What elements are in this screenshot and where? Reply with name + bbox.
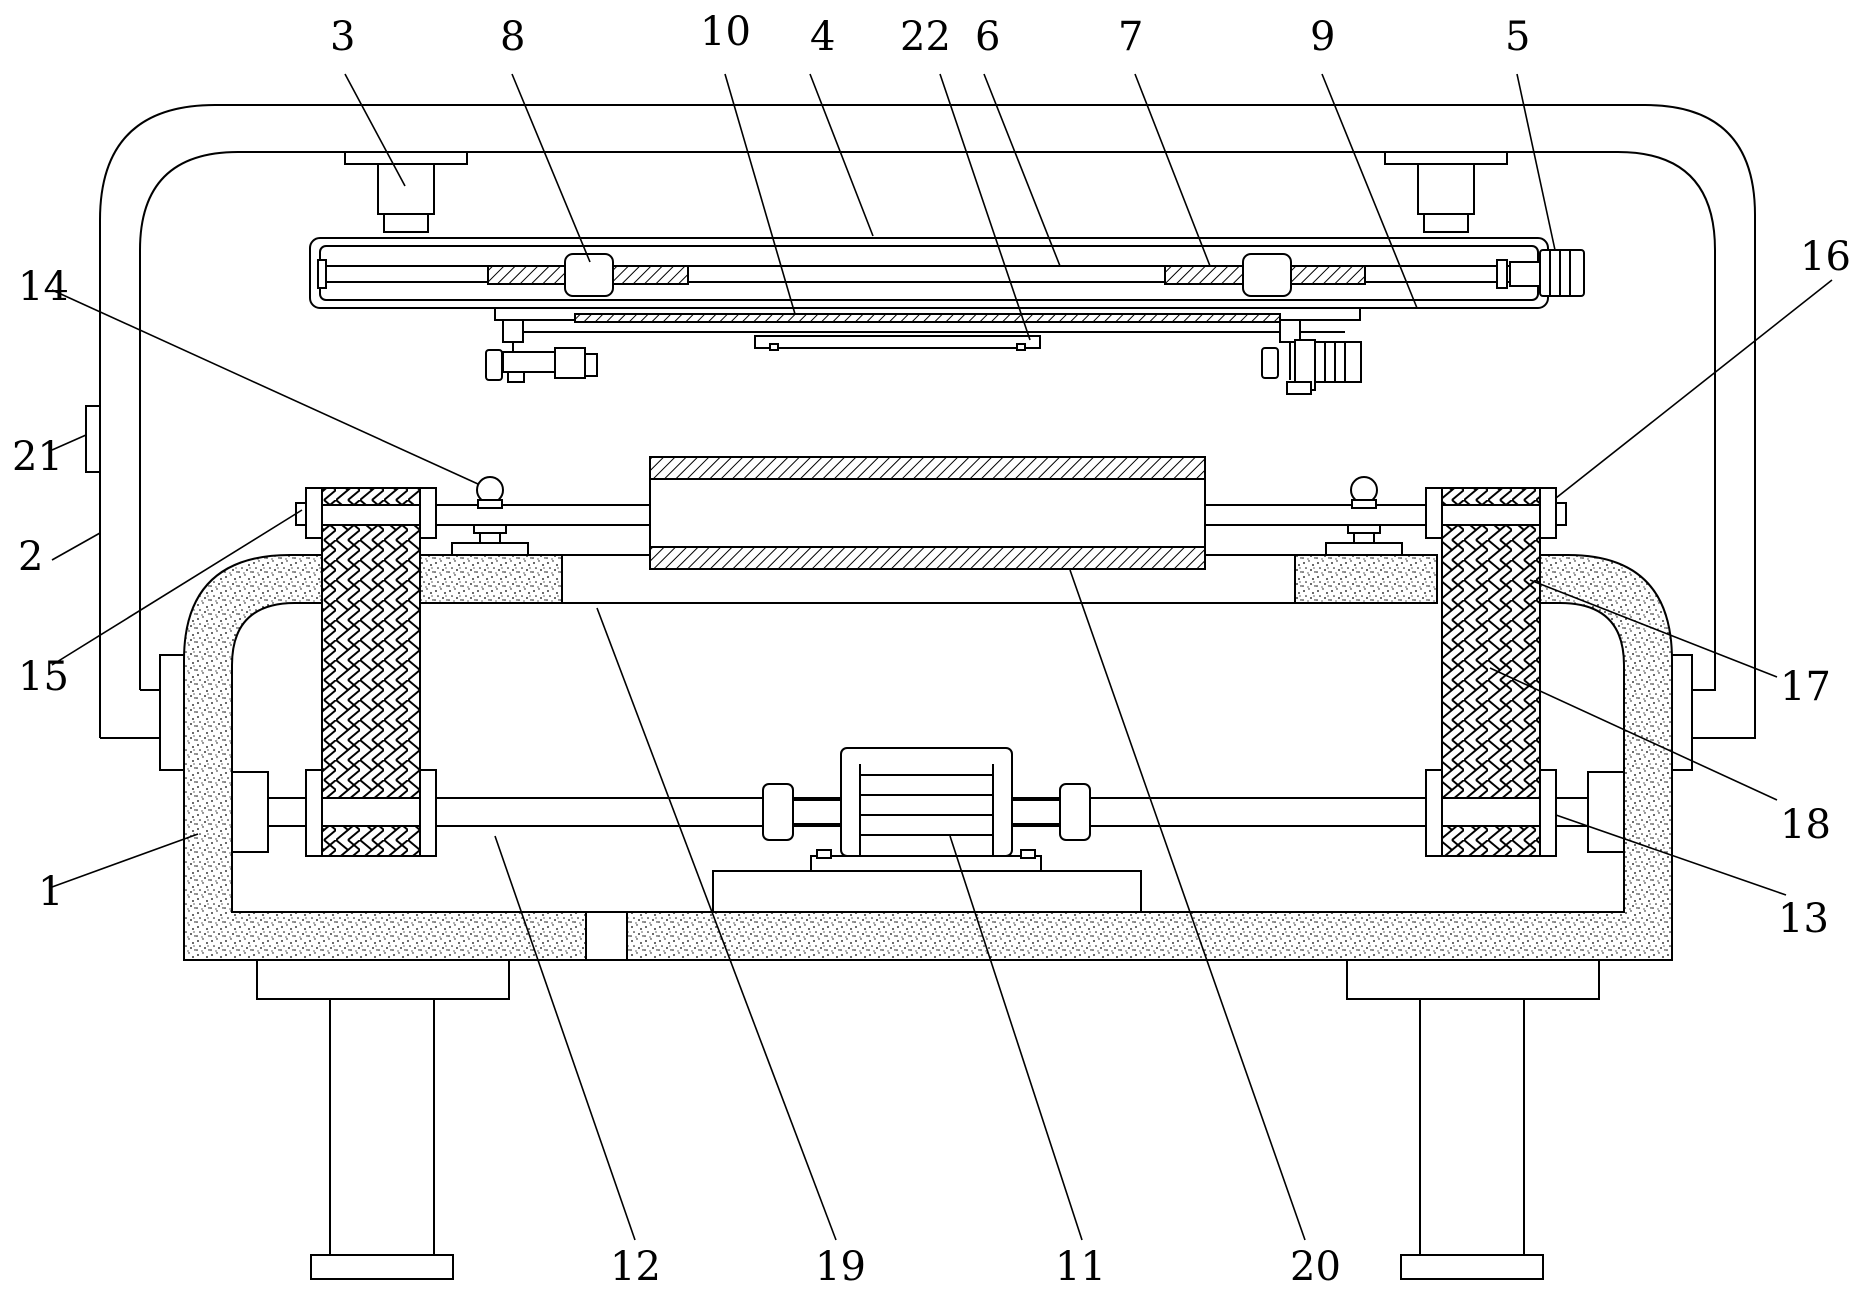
label-11: 11 — [1055, 1244, 1106, 1290]
label-8: 8 — [500, 14, 525, 60]
label-3: 3 — [330, 14, 355, 60]
label-10: 10 — [700, 9, 751, 55]
leader-lines — [51, 73, 1833, 1241]
housing-outer — [99, 104, 1756, 739]
leg-mount-left — [256, 959, 510, 1000]
label-19: 19 — [815, 1244, 866, 1290]
label-13: 13 — [1778, 896, 1829, 942]
top-motor-right — [1417, 163, 1475, 215]
top-insulation-right — [1294, 554, 1438, 604]
label-20: 20 — [1290, 1244, 1341, 1290]
slider-right — [1242, 253, 1292, 297]
bearing-left — [305, 487, 323, 539]
leg-right — [1419, 998, 1525, 1256]
press-plate — [574, 313, 1281, 323]
top-mount-plate-left — [344, 151, 468, 165]
clamp-motor — [1314, 341, 1362, 383]
hinge-block-left — [159, 654, 187, 771]
top-motor-left — [377, 163, 435, 215]
label-16: 16 — [1800, 234, 1851, 280]
label-14: 14 — [18, 264, 69, 310]
label-4: 4 — [810, 14, 835, 60]
bearing-right — [1539, 487, 1557, 539]
roller-plate — [754, 335, 1041, 349]
top-mount-plate-right — [1384, 151, 1508, 165]
label-15: 15 — [18, 654, 69, 700]
belt-left — [321, 487, 421, 857]
drive-motor — [840, 747, 1013, 857]
belt-right — [1441, 487, 1541, 857]
label-7: 7 — [1118, 14, 1143, 60]
label-6: 6 — [975, 14, 1000, 60]
label-17: 17 — [1780, 664, 1831, 710]
label-1: 1 — [38, 869, 63, 915]
leg-left — [329, 998, 435, 1256]
label-22: 22 — [900, 14, 951, 60]
label-12: 12 — [610, 1244, 661, 1290]
label-21: 21 — [12, 434, 63, 480]
top-insulation-left — [419, 554, 563, 604]
slider-left — [564, 253, 614, 297]
base-body — [183, 554, 1673, 961]
label-18: 18 — [1780, 802, 1831, 848]
label-2: 2 — [18, 534, 43, 580]
label-5: 5 — [1505, 14, 1530, 60]
leg-mount-right — [1346, 959, 1600, 1000]
screw-motor — [1539, 249, 1585, 297]
motor-base — [712, 870, 1142, 913]
housing-inner — [139, 151, 1716, 691]
label-9: 9 — [1310, 14, 1335, 60]
control-panel — [85, 405, 101, 473]
